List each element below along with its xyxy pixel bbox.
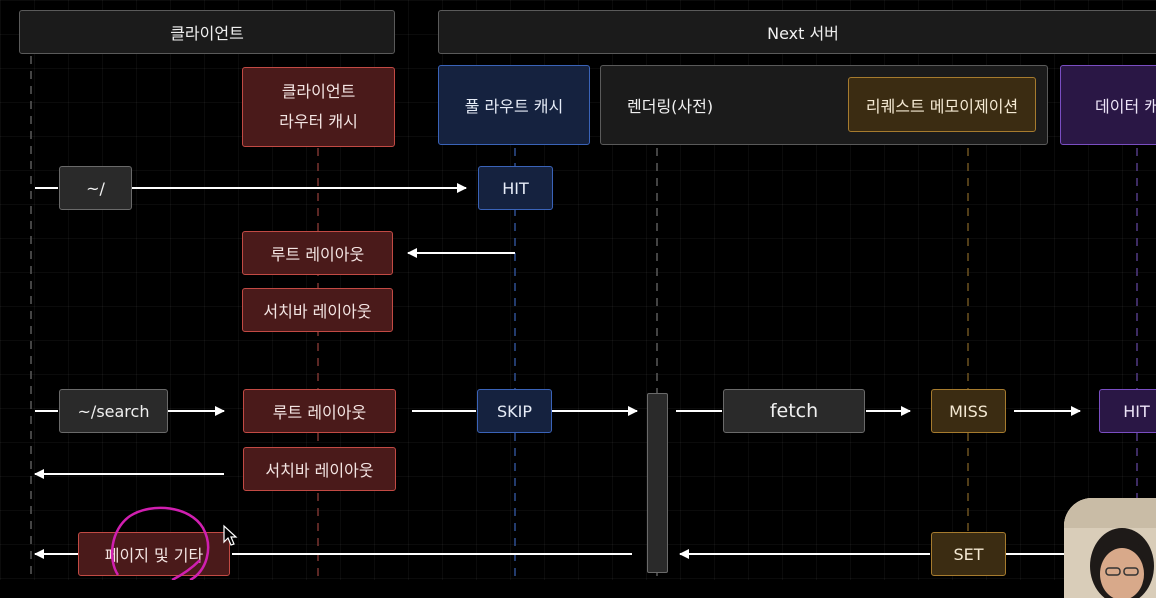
highlight-circle (110, 506, 210, 580)
client-lane-label: 클라이언트 (170, 24, 244, 43)
client-router-cache-header: 클라이언트 라우터 캐시 (242, 67, 395, 147)
path-root-label: ~/ (86, 178, 105, 198)
full-route-skip-box: SKIP (477, 389, 552, 433)
data-cache-hit-label: HIT (1123, 401, 1150, 421)
full-route-cache-label: 풀 라우트 캐시 (464, 97, 564, 116)
path-root-box: ~/ (59, 166, 132, 210)
client-router-cache-line1: 클라이언트 (281, 82, 356, 101)
client-router-cache-line2: 라우터 캐시 (279, 112, 358, 131)
data-cache-hit-box: HIT (1099, 389, 1156, 433)
fetch-label: fetch (769, 400, 819, 422)
path-search-box: ~/search (59, 389, 168, 433)
rendering-activation-bar (647, 393, 668, 573)
data-cache-label: 데이터 캐 (1095, 97, 1156, 116)
request-memoization-header: 리퀘스트 메모이제이션 (848, 77, 1036, 132)
full-route-hit-box: HIT (478, 166, 553, 210)
root-layout-label-2: 루트 레이아웃 (272, 403, 367, 422)
memoization-set-label: SET (953, 544, 984, 564)
searchbar-layout-box-2: 서치바 레이아웃 (243, 447, 396, 491)
presenter-webcam-image (1064, 498, 1156, 598)
mouse-cursor-icon (223, 524, 238, 546)
server-lane-label: Next 서버 (767, 24, 839, 43)
full-route-cache-header: 풀 라우트 캐시 (438, 65, 590, 145)
client-lane-header: 클라이언트 (19, 10, 395, 54)
searchbar-layout-label-2: 서치바 레이아웃 (265, 461, 374, 480)
memoization-miss-box: MISS (931, 389, 1006, 433)
highlight-underline (171, 559, 201, 580)
page-etc-box: 페이지 및 기타 (78, 532, 230, 576)
root-layout-box-1: 루트 레이아웃 (242, 231, 393, 275)
data-cache-header: 데이터 캐 (1060, 65, 1156, 145)
path-search-label: ~/search (77, 401, 150, 421)
annotation-layer (110, 506, 238, 580)
full-route-skip-label: SKIP (496, 401, 532, 421)
fetch-box: fetch (723, 389, 865, 433)
server-lane-header: Next 서버 (438, 10, 1156, 54)
root-layout-label-1: 루트 레이아웃 (270, 245, 365, 264)
memoization-miss-label: MISS (949, 401, 988, 421)
page-etc-label: 페이지 및 기타 (104, 546, 204, 565)
searchbar-layout-box-1: 서치바 레이아웃 (242, 288, 393, 332)
rendering-label: 렌더링(사전) (627, 97, 714, 116)
root-layout-box-2: 루트 레이아웃 (243, 389, 396, 433)
request-memoization-label: 리퀘스트 메모이제이션 (865, 96, 1019, 116)
searchbar-layout-label-1: 서치바 레이아웃 (263, 302, 372, 321)
full-route-hit-label: HIT (502, 178, 529, 198)
memoization-set-box: SET (931, 532, 1006, 576)
presenter-avatar-icon (1064, 498, 1156, 598)
